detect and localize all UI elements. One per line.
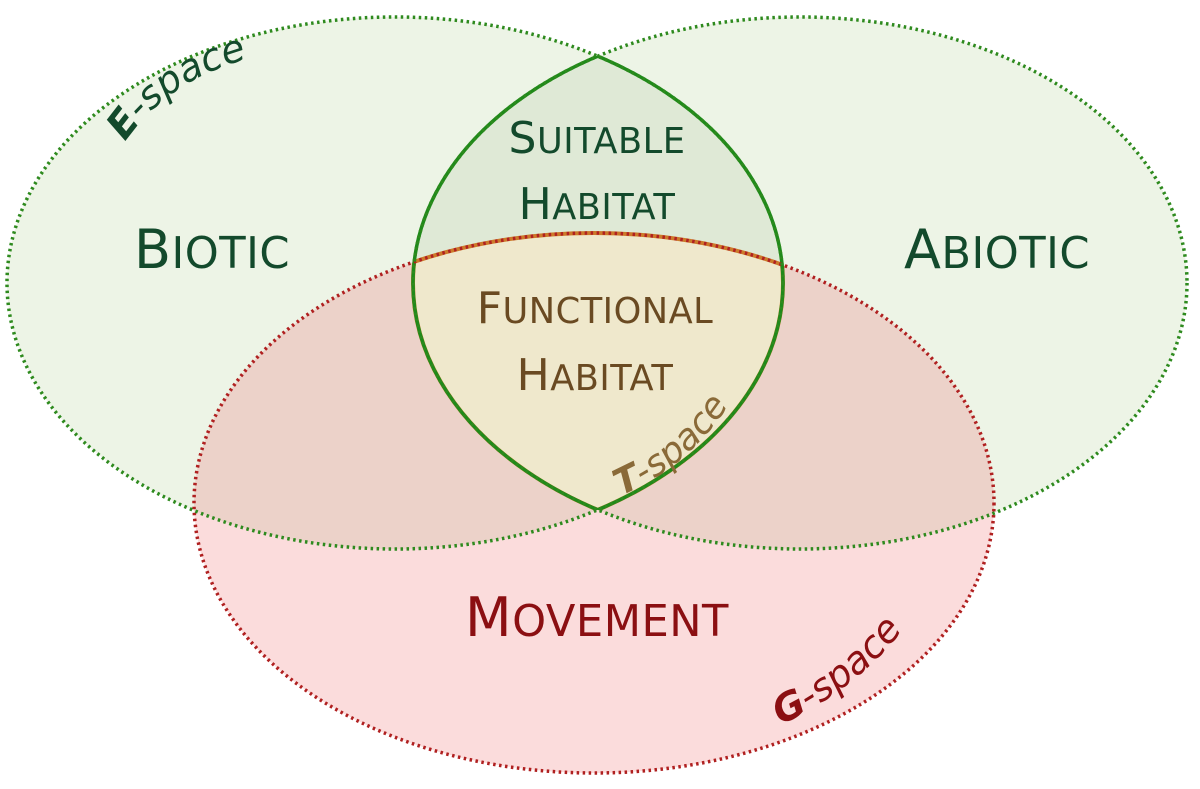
smallcaps-rest: IOTIC [172, 229, 291, 279]
smallcaps-initial: M [465, 586, 512, 649]
smallcaps-initial: H [519, 179, 553, 230]
smallcaps-rest: OVEMENT [512, 597, 729, 647]
abiotic-label: ABIOTIC [904, 218, 1090, 281]
functional-habitat-region [413, 233, 783, 549]
suitable-habitat-label-line1: SUITABLE [509, 113, 686, 164]
smallcaps-initial: F [477, 283, 503, 334]
smallcaps-rest: ABITAT [550, 358, 673, 399]
smallcaps-initial: S [509, 113, 537, 164]
biotic-label: BIOTIC [134, 218, 290, 281]
smallcaps-initial: A [904, 218, 941, 281]
smallcaps-rest: BIOTIC [941, 229, 1090, 279]
abiotic-outline [411, 15, 1189, 551]
suitable-habitat-label-line2: HABITAT [519, 179, 676, 230]
smallcaps-initial: H [517, 350, 551, 401]
smallcaps-rest: UITABLE [537, 121, 685, 162]
suitable-line2-text: HABITAT [519, 179, 676, 230]
movement-label-text: MOVEMENT [465, 586, 729, 649]
smallcaps-rest: UNCTIONAL [503, 291, 714, 332]
abiotic-label-text: ABIOTIC [904, 218, 1090, 281]
smallcaps-initial: B [134, 218, 172, 281]
functional-line2-text: HABITAT [517, 350, 674, 401]
functional-line1-text: FUNCTIONAL [477, 283, 714, 334]
smallcaps-rest: ABITAT [552, 187, 675, 228]
functional-habitat-label-line1: FUNCTIONAL [477, 283, 714, 334]
movement-outline [192, 231, 996, 775]
suitable-line1-text: SUITABLE [509, 113, 686, 164]
functional-habitat-outline [413, 231, 783, 549]
movement-label: MOVEMENT [465, 586, 729, 649]
functional-habitat-label-line2: HABITAT [517, 350, 674, 401]
biotic-label-text: BIOTIC [134, 218, 290, 281]
biotic-outline [5, 15, 785, 551]
